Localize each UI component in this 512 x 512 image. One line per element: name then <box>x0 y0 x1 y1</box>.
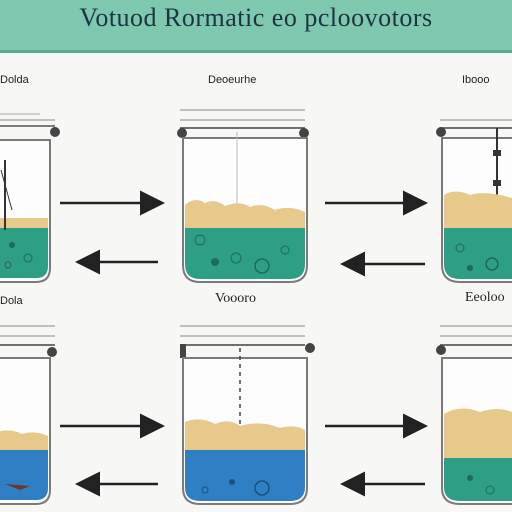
label-bottom-center: Voooro <box>215 291 256 306</box>
clamp-icon <box>436 345 446 355</box>
label-bottom-right: Eeoloo <box>465 290 505 305</box>
clamp-icon <box>50 127 60 137</box>
beaker-icon <box>0 325 57 505</box>
clamp-icon <box>305 343 315 353</box>
beaker-icon <box>0 113 60 283</box>
clamp-icon <box>47 347 57 357</box>
label-bottom-left: Dola <box>0 295 23 307</box>
clamp-icon <box>436 127 446 137</box>
header-banner: Votuod Rormatic eo pcloovotors <box>0 0 512 53</box>
beaker-icon <box>436 325 512 505</box>
label-top-left: Dolda <box>0 74 29 86</box>
label-top-center: Deoeurhe <box>208 74 257 86</box>
beaker-icon <box>180 325 315 505</box>
label-top-right: Ibooo <box>462 74 490 86</box>
clamp-icon <box>177 128 187 138</box>
beaker-icon <box>177 109 309 283</box>
page-title: Votuod Rormatic eo pcloovotors <box>79 3 433 32</box>
beaker-icon <box>436 119 512 283</box>
clamp-icon <box>299 128 309 138</box>
